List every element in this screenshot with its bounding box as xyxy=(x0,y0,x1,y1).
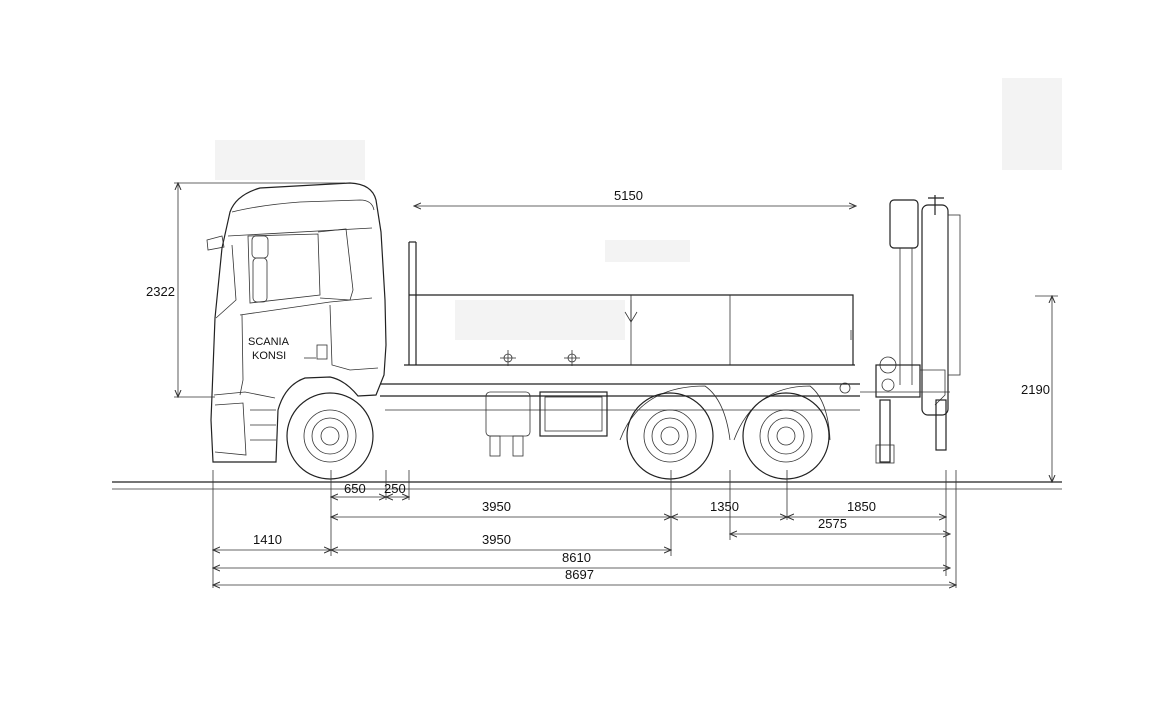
ground-line xyxy=(112,481,1062,490)
dim-overall-body: 8610 xyxy=(562,550,591,565)
cab-text-konsi: KONSI xyxy=(252,350,286,362)
dim-rear-overhang: 2575 xyxy=(818,516,847,531)
front-wheel xyxy=(286,392,374,480)
dim-rear-to-crane: 1850 xyxy=(847,499,876,514)
loader-crane xyxy=(860,195,961,464)
blurred-patch xyxy=(455,300,625,340)
lock-symbol xyxy=(500,350,516,366)
middle-wheel xyxy=(626,392,714,480)
truck-cab xyxy=(206,182,387,463)
blurred-patch xyxy=(1002,78,1062,170)
dim-crane-height: 2190 xyxy=(1021,382,1050,397)
dim-body-length: 5150 xyxy=(614,188,643,203)
dim-wheelbase-1: 3950 xyxy=(482,499,511,514)
dim-front-overhang: 1410 xyxy=(253,532,282,547)
truck-body xyxy=(380,241,860,457)
dim-overall-length: 8697 xyxy=(565,567,594,582)
lock-symbol xyxy=(564,350,580,366)
dim-axle-spacing: 1350 xyxy=(710,499,739,514)
blurred-patch xyxy=(605,240,690,262)
dim-line-crane-height xyxy=(1035,296,1058,482)
rear-wheel xyxy=(742,392,830,480)
dim-cab-height: 2322 xyxy=(146,284,175,299)
dim-wheelbase-2: 3950 xyxy=(482,532,511,547)
cab-text-scania: SCANIA xyxy=(248,336,290,348)
blurred-patch xyxy=(215,140,365,180)
dim-small-gap: 250 xyxy=(384,481,406,496)
dim-line-cab-height xyxy=(174,183,345,397)
dim-front-axle-offset: 650 xyxy=(344,481,366,496)
